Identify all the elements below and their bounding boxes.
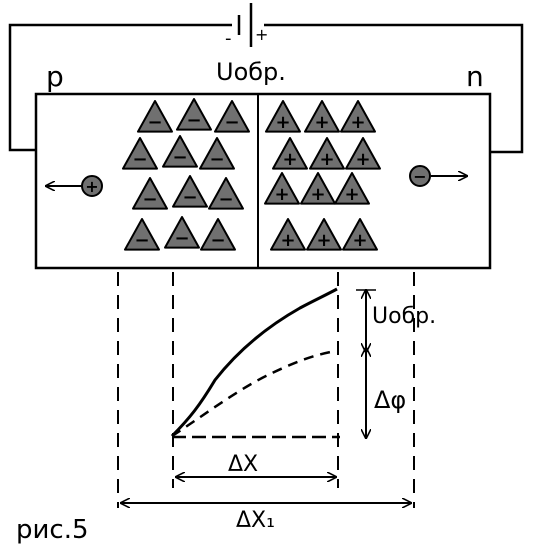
positive-ion-shape — [306, 218, 342, 251]
negative-ion-sign: − — [132, 149, 147, 170]
negative-ion: − — [137, 100, 173, 133]
positive-ion-shape — [270, 218, 306, 251]
positive-ion-shape — [334, 172, 370, 205]
positive-ion-sign: + — [280, 230, 295, 251]
negative-ion-shape — [137, 100, 173, 133]
negative-ion: − — [124, 218, 160, 251]
positive-ion-shape — [309, 137, 345, 170]
negative-ion: − — [122, 137, 158, 170]
delta-phi-label: Δφ — [374, 386, 406, 414]
negative-ion: − — [164, 216, 200, 249]
positive-ion: + — [340, 100, 376, 133]
negative-ion: − — [172, 175, 208, 208]
negative-ion-shape — [172, 175, 208, 208]
negative-ion-sign: − — [209, 149, 224, 170]
positive-ion: + — [304, 100, 340, 133]
p-region-label: p — [46, 60, 64, 93]
negative-ion-shape — [164, 216, 200, 249]
positive-ion: + — [342, 218, 378, 251]
negative-ion-shape — [200, 218, 236, 251]
negative-ion-sign: − — [134, 230, 149, 251]
positive-ion: + — [306, 218, 342, 251]
negative-ion-sign: − — [218, 189, 233, 210]
positive-ions-group: + + + + + + + + + + + + — [264, 100, 381, 251]
delta-x-label: ΔX — [228, 452, 258, 477]
positive-ion-sign: + — [274, 184, 289, 205]
voltage-label: Uобр. — [216, 58, 286, 86]
uobr-right-label: Uобр. — [372, 304, 436, 329]
negative-ion-shape — [208, 177, 244, 210]
positive-ion: + — [270, 218, 306, 251]
negative-ion-sign: − — [210, 230, 225, 251]
negative-ion: − — [132, 177, 168, 210]
positive-ion-sign: + — [314, 112, 329, 133]
negative-ion-sign: − — [224, 112, 239, 133]
negative-ion-shape — [122, 137, 158, 170]
negative-ion-sign: − — [186, 110, 201, 131]
delta-x1-label: ΔX₁ — [236, 508, 275, 533]
positive-ion-sign: + — [310, 184, 325, 205]
hole-sign: + — [85, 177, 98, 196]
positive-ion-sign: + — [355, 149, 370, 170]
positive-ion: + — [272, 137, 308, 170]
positive-ion: + — [334, 172, 370, 205]
positive-ion-shape — [340, 100, 376, 133]
positive-ion-sign: + — [352, 230, 367, 251]
positive-ion-shape — [300, 172, 336, 205]
positive-ion: + — [264, 172, 300, 205]
positive-ion-shape — [264, 172, 300, 205]
positive-ion-sign: + — [350, 112, 365, 133]
negative-ion: − — [176, 98, 212, 131]
positive-ion-shape — [304, 100, 340, 133]
positive-ion: + — [265, 100, 301, 133]
positive-ion-shape — [272, 137, 308, 170]
negative-ions-group: −−−−−−−−−−−− — [122, 98, 250, 251]
positive-ion-sign: + — [344, 184, 359, 205]
positive-ion-sign: + — [282, 149, 297, 170]
potential-curve-dashed — [171, 349, 337, 438]
positive-ion-shape — [345, 137, 381, 170]
negative-ion: − — [214, 100, 250, 133]
negative-ion-sign: − — [147, 112, 162, 133]
negative-ion-shape — [214, 100, 250, 133]
negative-ion-shape — [124, 218, 160, 251]
battery-minus-label: - — [225, 28, 232, 49]
negative-ion-sign: − — [142, 189, 157, 210]
positive-ion-sign: + — [316, 230, 331, 251]
negative-ion: − — [200, 218, 236, 251]
positive-ion-shape — [342, 218, 378, 251]
negative-ion-sign: − — [172, 147, 187, 168]
positive-ion: + — [309, 137, 345, 170]
figure-caption: рис.5 — [16, 515, 89, 545]
negative-ion-shape — [132, 177, 168, 210]
electron-sign: − — [413, 167, 426, 186]
circuit-wire — [8, 23, 524, 154]
positive-ion: + — [345, 137, 381, 170]
negative-ion-shape — [199, 137, 235, 170]
positive-ion-sign: + — [319, 149, 334, 170]
negative-ion-sign: − — [182, 187, 197, 208]
negative-ion: − — [208, 177, 244, 210]
electron-carrier — [409, 165, 431, 187]
negative-ion-shape — [162, 135, 198, 168]
hole-carrier — [81, 175, 103, 197]
n-region-label: n — [466, 60, 484, 93]
semiconductor-body — [34, 92, 492, 270]
negative-ion-shape — [176, 98, 212, 131]
battery-plus-label: + — [255, 25, 268, 44]
positive-ion-shape — [265, 100, 301, 133]
positive-ion: + — [300, 172, 336, 205]
negative-ion: − — [162, 135, 198, 168]
positive-ion-sign: + — [275, 112, 290, 133]
negative-ion-sign: − — [174, 228, 189, 249]
potential-curve-solid — [170, 287, 338, 438]
negative-ion: − — [199, 137, 235, 170]
